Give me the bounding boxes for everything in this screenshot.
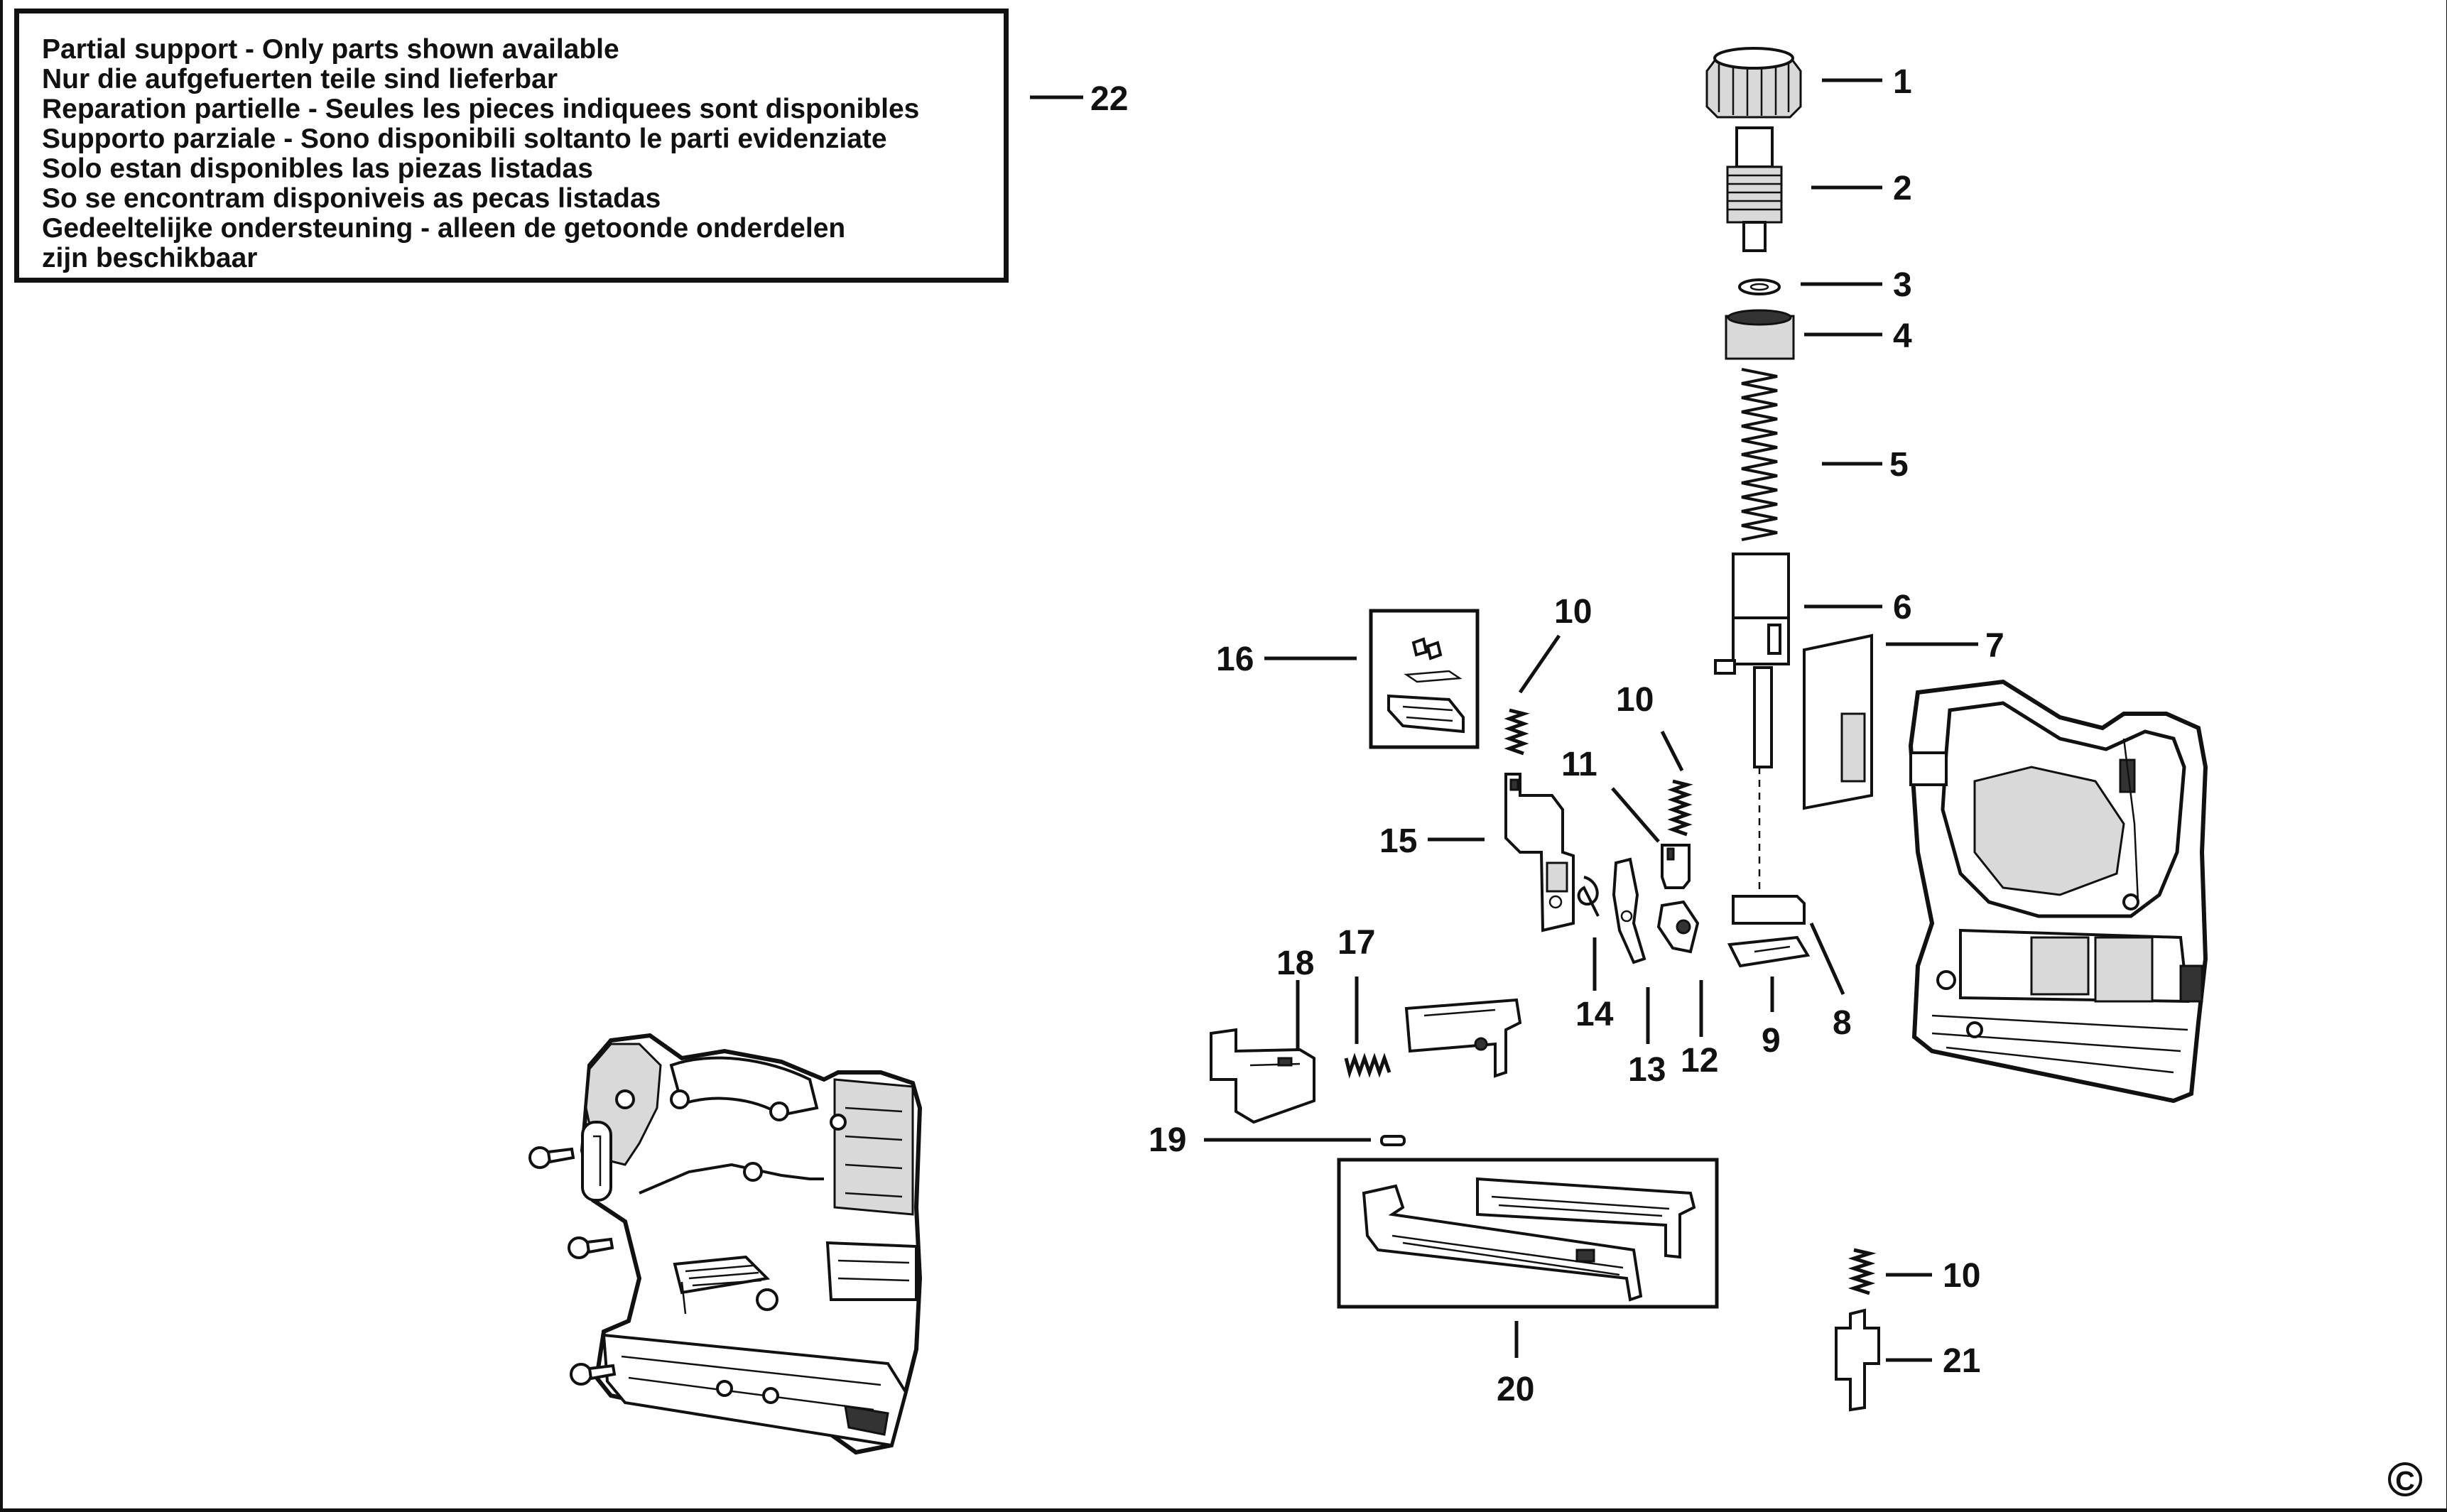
copyright-letter: C — [2395, 1467, 2414, 1496]
callout-15: 15 — [1379, 822, 1417, 860]
part-7-guide-plate — [1803, 633, 1873, 810]
housing-screw-2 — [568, 1236, 614, 1259]
latch-cover-plate — [1404, 998, 1522, 1078]
tool-housing-left — [580, 1033, 923, 1455]
part-20-magazine — [1362, 1177, 1696, 1302]
notice-line-nl: Gedeeltelijke ondersteuning - alleen de … — [42, 213, 846, 244]
part-13-lever — [1612, 857, 1646, 964]
callout-8: 8 — [1833, 1004, 1852, 1042]
notice-line-it: Supporto parziale - Sono disponibili sol… — [42, 124, 887, 154]
callout-2: 2 — [1893, 170, 1912, 207]
housing-half-right — [1908, 679, 2208, 1104]
callout-3: 3 — [1893, 266, 1912, 304]
part-15-bracket — [1504, 773, 1575, 932]
callout-10c: 10 — [1943, 1257, 1980, 1295]
part-2-threaded-screw — [1726, 126, 1783, 252]
part-3-washer — [1738, 278, 1781, 295]
callout-16: 16 — [1216, 641, 1254, 678]
notice-line-en: Partial support - Only parts shown avail… — [42, 34, 619, 65]
part-4-nut — [1725, 309, 1795, 360]
part-10-spring-b — [1667, 779, 1693, 837]
callout-20: 20 — [1497, 1371, 1534, 1408]
part-6-driver-blade — [1714, 553, 1790, 768]
part-9-pad — [1727, 935, 1811, 968]
leader-8 — [1809, 922, 1845, 996]
notice-line-de: Nur die aufgefuerten teile sind lieferba… — [42, 64, 558, 94]
callout-22: 22 — [1090, 80, 1128, 118]
callout-5: 5 — [1889, 446, 1909, 484]
callout-4: 4 — [1893, 317, 1912, 355]
part-1-adjuster-knob — [1705, 47, 1802, 119]
part-19-pin — [1380, 1135, 1406, 1146]
part-17-spring — [1344, 1053, 1391, 1079]
callout-18: 18 — [1276, 945, 1314, 982]
part-21-latch-pin — [1835, 1308, 1880, 1412]
callout-9: 9 — [1762, 1022, 1781, 1060]
callout-13: 13 — [1628, 1051, 1666, 1089]
partial-support-notice: Partial support - Only parts shown avail… — [14, 9, 1009, 283]
kit-box-20 — [1337, 1158, 1719, 1309]
leader-10a — [1518, 634, 1561, 694]
leader-11 — [1611, 787, 1660, 843]
part-10-spring-c — [1848, 1248, 1877, 1295]
housing-screw-1 — [528, 1146, 575, 1169]
notice-line-fr: Reparation partielle - Seules les pieces… — [42, 94, 920, 124]
callout-14: 14 — [1575, 996, 1614, 1033]
callout-6: 6 — [1893, 589, 1912, 626]
notice-line-pt: So se encontram disponiveis as pecas lis… — [42, 183, 661, 214]
kit-box-16 — [1369, 609, 1480, 749]
part-18-release-plate — [1210, 1028, 1315, 1124]
part-3-washer-hole — [1749, 283, 1769, 291]
copyright-mark: C — [2388, 1462, 2422, 1496]
callout-7: 7 — [1985, 627, 2004, 665]
callout-11: 11 — [1561, 746, 1597, 783]
callout-10a: 10 — [1554, 593, 1592, 631]
callout-10b: 10 — [1616, 681, 1654, 719]
part-8-bumper — [1732, 895, 1806, 925]
callout-19: 19 — [1149, 1121, 1186, 1159]
callout-21: 21 — [1943, 1342, 1980, 1380]
housing-screw-3 — [570, 1363, 617, 1386]
callout-12: 12 — [1681, 1042, 1718, 1079]
part-5-spring — [1741, 368, 1778, 541]
callout-1: 1 — [1893, 63, 1912, 101]
leader-10b — [1660, 730, 1684, 772]
notice-line-nl-2: zijn beschikbaar — [42, 243, 258, 273]
part-11-latch — [1661, 844, 1691, 889]
part-14-torsion-spring — [1577, 876, 1600, 917]
part-12-cam — [1656, 900, 1700, 954]
part-16-latch-kit — [1387, 637, 1465, 734]
notice-line-es: Solo estan disponibles las piezas listad… — [42, 153, 593, 184]
part-10-spring-a — [1504, 708, 1530, 756]
callout-17: 17 — [1338, 924, 1375, 962]
